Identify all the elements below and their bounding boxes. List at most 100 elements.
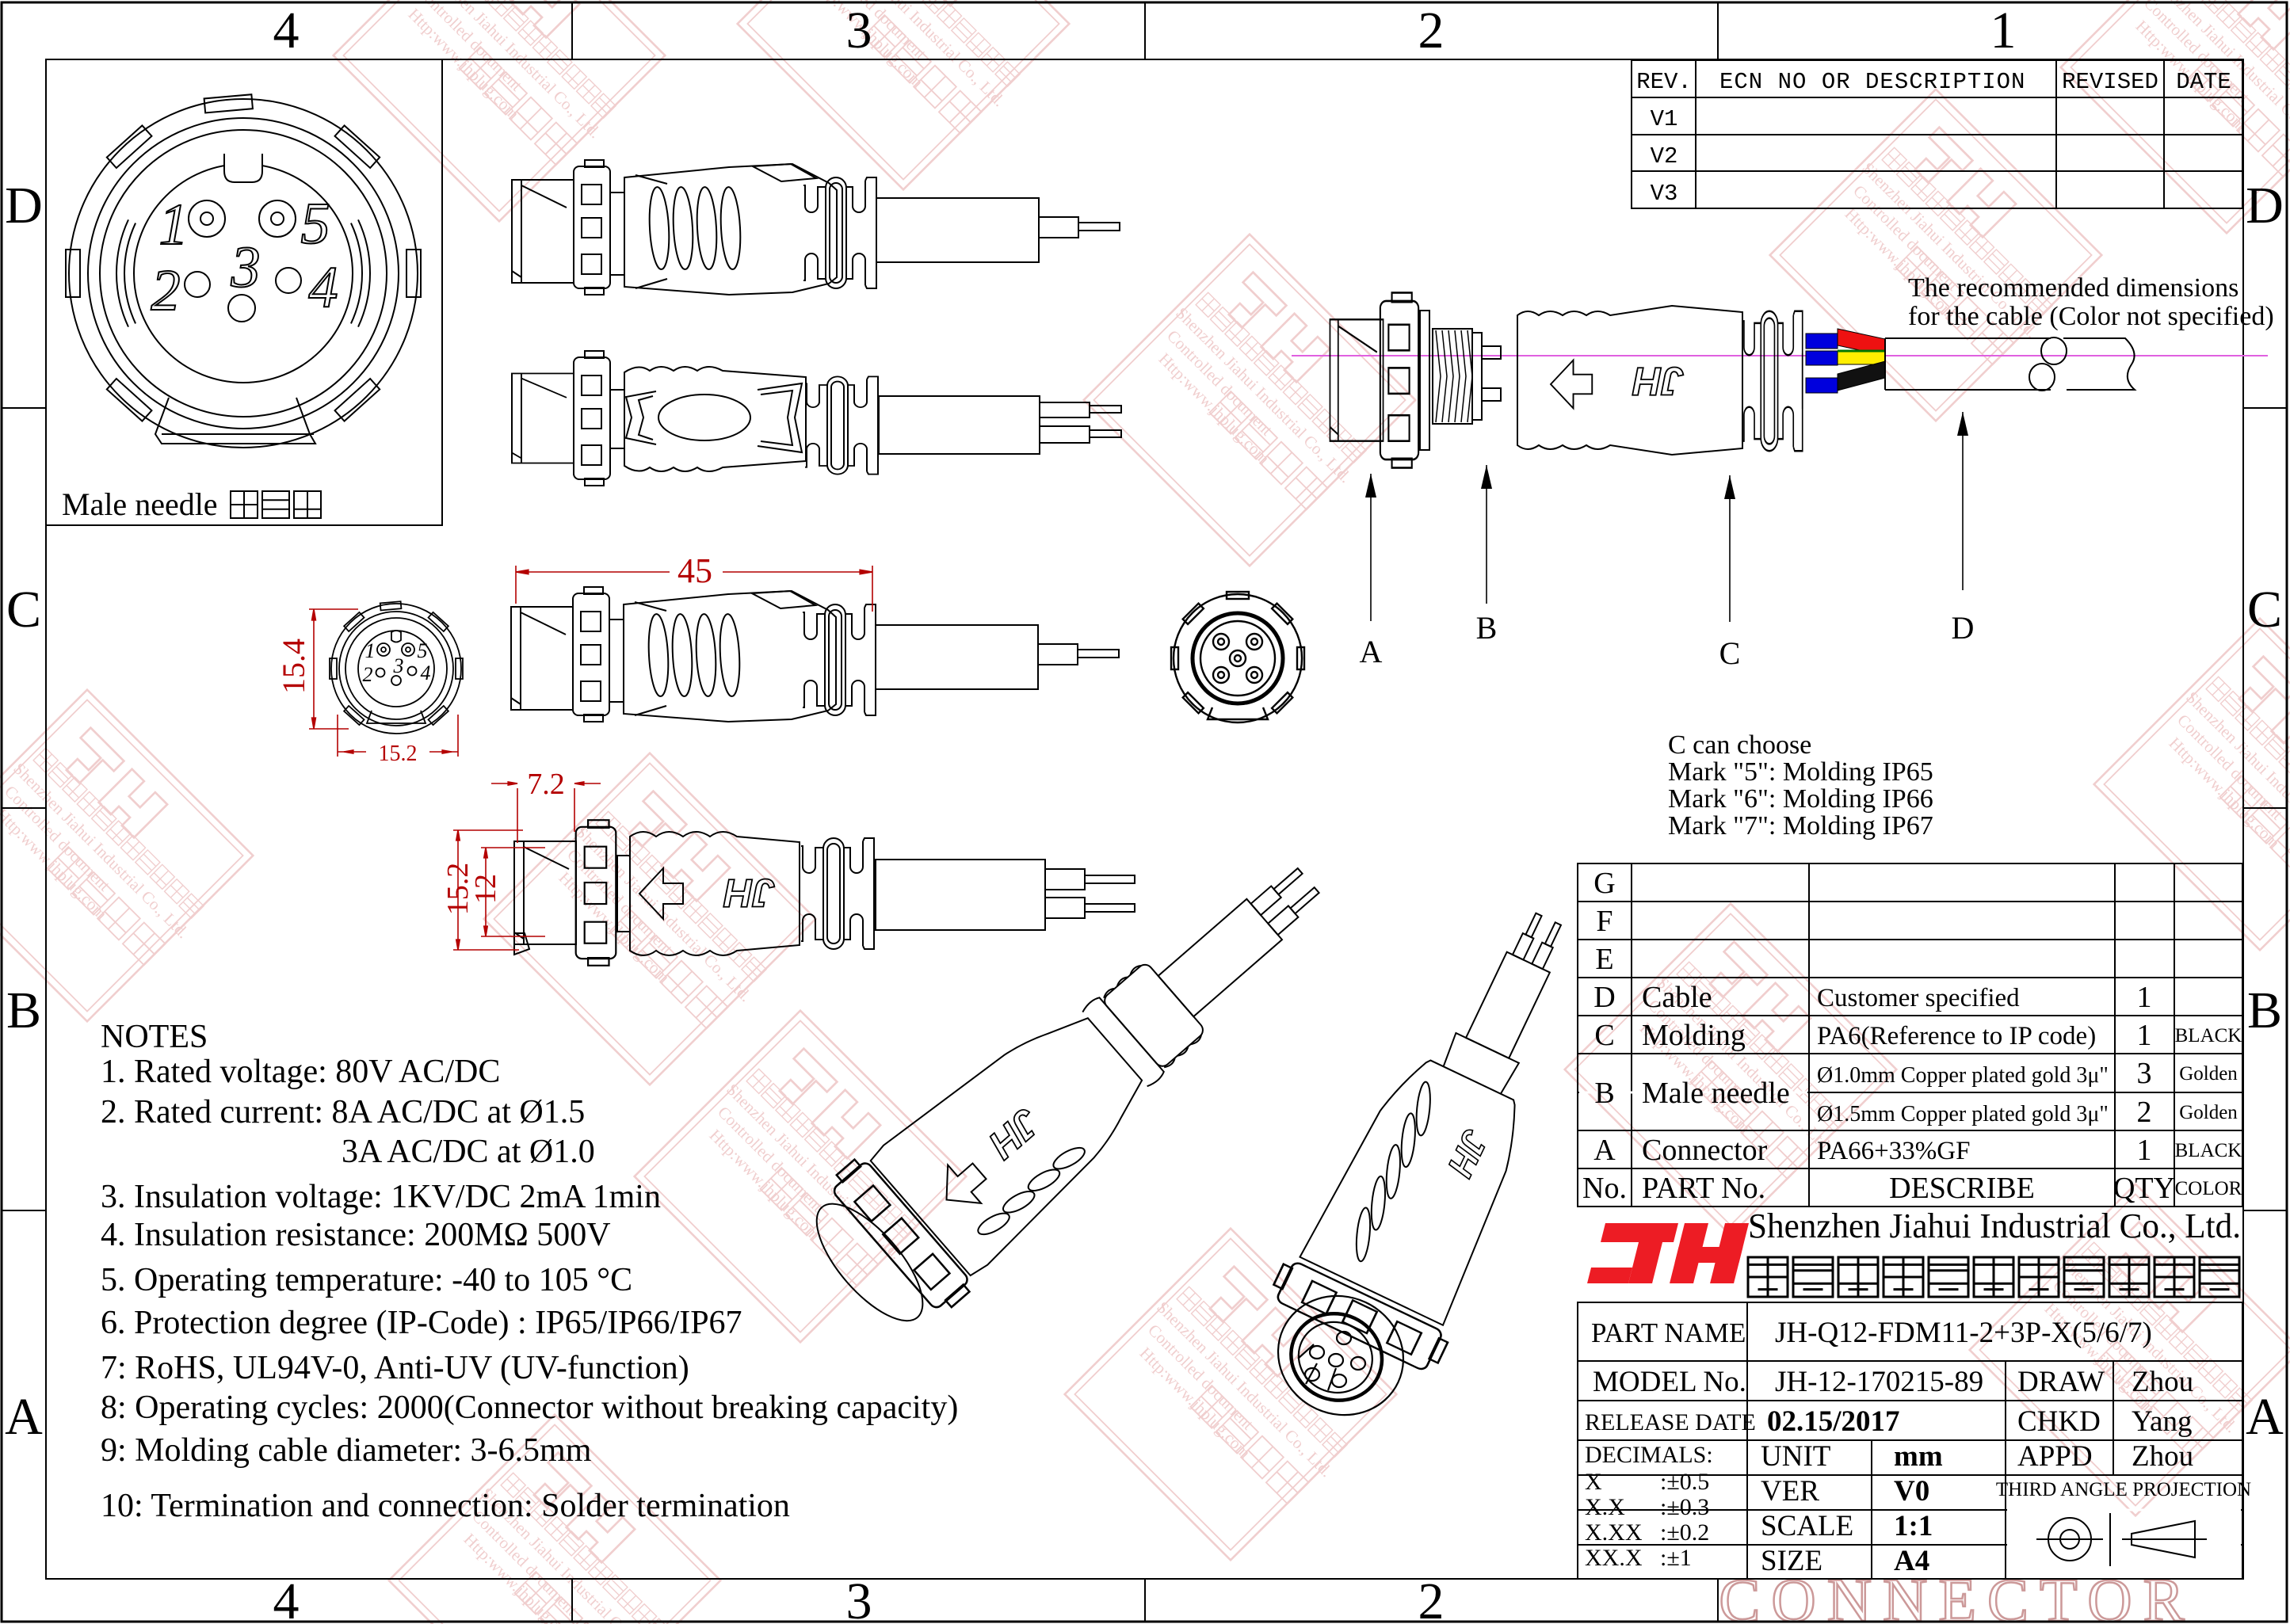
svg-text:1: 1 [159,193,189,257]
svg-text:1: 1 [2137,1019,2152,1052]
svg-text::±1: :±1 [1660,1545,1692,1571]
svg-text:DECIMALS:: DECIMALS: [1585,1442,1713,1468]
svg-text:RELEASE DATE: RELEASE DATE [1585,1409,1756,1435]
svg-text:45: 45 [677,551,712,590]
svg-text:2: 2 [363,663,373,686]
svg-text:G: G [1593,867,1615,900]
svg-text:ECN NO OR DESCRIPTION: ECN NO OR DESCRIPTION [1719,69,2025,95]
svg-text:JH-12-170215-89: JH-12-170215-89 [1775,1366,1983,1398]
svg-text:BLACK: BLACK [2175,1140,2242,1161]
svg-text:C: C [6,581,41,639]
svg-text:V1: V1 [1651,106,1678,132]
svg-text:1: 1 [365,639,376,662]
svg-text:15.2: 15.2 [441,863,475,916]
svg-text:Customer specified: Customer specified [1817,984,2020,1012]
svg-text:3A AC/DC at Ø1.0: 3A AC/DC at Ø1.0 [342,1134,595,1170]
svg-text:Golden: Golden [2179,1063,2238,1085]
svg-text:3: 3 [846,1573,872,1624]
svg-text:D: D [5,177,43,234]
svg-text:REVISED: REVISED [2062,69,2158,95]
svg-text:1: 1 [2137,981,2152,1014]
svg-text:X.X: X.X [1585,1494,1625,1520]
svg-text:3: 3 [393,654,404,677]
svg-text:BLACK: BLACK [2175,1025,2242,1046]
svg-text:Mark "5": Molding IP65: Mark "5": Molding IP65 [1668,757,1933,787]
svg-text:B: B [2247,982,2282,1039]
svg-text:PART NAME: PART NAME [1591,1317,1746,1348]
svg-text:Male needle: Male needle [1642,1077,1790,1110]
svg-text:V3: V3 [1651,181,1678,207]
svg-text:D: D [1952,610,1975,646]
svg-text:5: 5 [301,192,330,257]
svg-text:PA6(Reference to IP code): PA6(Reference to IP code) [1817,1022,2096,1050]
svg-text:C can choose: C can choose [1668,730,1811,760]
svg-text:Zhou: Zhou [2132,1440,2193,1473]
svg-text:XX.X: XX.X [1585,1545,1643,1571]
svg-text:D: D [1593,981,1615,1014]
svg-text:1:1: 1:1 [1894,1510,1933,1542]
svg-text:Mark "6": Molding IP66: Mark "6": Molding IP66 [1668,784,1933,814]
svg-text:DESCRIBE: DESCRIBE [1889,1172,2035,1205]
svg-text:X: X [1585,1469,1602,1495]
svg-text:mm: mm [1894,1440,1943,1473]
svg-text:A4: A4 [1894,1545,1929,1577]
svg-text:B: B [1476,610,1498,646]
svg-text:15.2: 15.2 [379,741,418,766]
svg-text:Male needle: Male needle [62,486,218,522]
svg-text:Cable: Cable [1642,981,1712,1014]
svg-text:9: Molding cable diameter: 3-6: 9: Molding cable diameter: 3-6.5mm [101,1432,592,1469]
svg-text::±0.5: :±0.5 [1660,1469,1709,1495]
svg-text:10: Termination and connection: 10: Termination and connection: Solder t… [101,1488,790,1524]
svg-text:NOTES: NOTES [101,1019,208,1055]
svg-text:15.4: 15.4 [276,639,311,694]
svg-text:V0: V0 [1894,1475,1929,1508]
svg-text:1: 1 [1990,2,2017,59]
svg-text:2: 2 [2137,1096,2152,1129]
svg-text:A: A [2246,1388,2284,1446]
svg-text:02.15/2017: 02.15/2017 [1767,1405,1900,1438]
svg-text:VER: VER [1761,1475,1819,1508]
svg-text:CHKD: CHKD [2017,1405,2101,1438]
svg-text:CONNECTOR: CONNECTOR [1719,1565,2195,1624]
svg-text:12: 12 [469,874,502,904]
svg-text:4: 4 [421,661,431,684]
svg-text:for the cable (Color not speci: for the cable (Color not specified) [1908,302,2274,331]
svg-text:No.: No. [1582,1172,1627,1205]
svg-text:REV.: REV. [1636,69,1692,95]
svg-text:Yang: Yang [2132,1405,2192,1438]
svg-text:SIZE: SIZE [1761,1545,1822,1577]
svg-text:PART No.: PART No. [1642,1172,1765,1205]
svg-text:4. Insulation resistance: 200M: 4. Insulation resistance: 200MΩ 500V [101,1217,611,1253]
svg-text:4: 4 [309,255,338,320]
svg-text:A: A [5,1388,43,1446]
svg-text:6. Protection degree (IP-Code): 6. Protection degree (IP-Code) : IP65/IP… [101,1305,742,1341]
svg-text:Zhou: Zhou [2132,1366,2193,1398]
svg-text:2: 2 [1418,2,1445,59]
svg-text:D: D [2246,177,2284,234]
svg-text:4: 4 [273,2,300,59]
svg-text:APPD: APPD [2017,1440,2093,1473]
svg-text:8: Operating cycles: 2000(Conn: 8: Operating cycles: 2000(Connector with… [101,1390,958,1426]
svg-text:C: C [2247,581,2282,639]
svg-text::±0.2: :±0.2 [1660,1519,1709,1546]
svg-text:DRAW: DRAW [2017,1366,2105,1398]
svg-text:The recommended dimensions: The recommended dimensions [1908,273,2238,303]
svg-text:Connector: Connector [1642,1134,1768,1167]
svg-text:PA66+33%GF: PA66+33%GF [1817,1137,1970,1165]
svg-text:7.2: 7.2 [527,768,565,801]
svg-text:C: C [1719,635,1741,671]
svg-text:4: 4 [273,1573,300,1624]
svg-text:3: 3 [2137,1057,2152,1090]
svg-text:3. Insulation voltage: 1KV/DC: 3. Insulation voltage: 1KV/DC 2mA 1min [101,1179,661,1215]
svg-text:E: E [1595,943,1613,976]
svg-text:SCALE: SCALE [1761,1510,1853,1542]
svg-text:Mark "7": Molding IP67: Mark "7": Molding IP67 [1668,811,1933,841]
svg-text:3: 3 [846,2,872,59]
svg-text:5. Operating temperature: -40: 5. Operating temperature: -40 to 105 °C [101,1262,632,1298]
svg-text:2: 2 [1418,1573,1445,1624]
svg-text:7: RoHS, UL94V-0, Anti-UV (U: 7: RoHS, UL94V-0, Anti-UV (UV-function) [101,1350,689,1386]
svg-text:Shenzhen Jiahui Industrial Co.: Shenzhen Jiahui Industrial Co., Ltd. [1748,1207,2241,1245]
svg-text:B: B [6,982,41,1039]
svg-text:B: B [1594,1077,1614,1110]
svg-text:A: A [1360,634,1383,669]
